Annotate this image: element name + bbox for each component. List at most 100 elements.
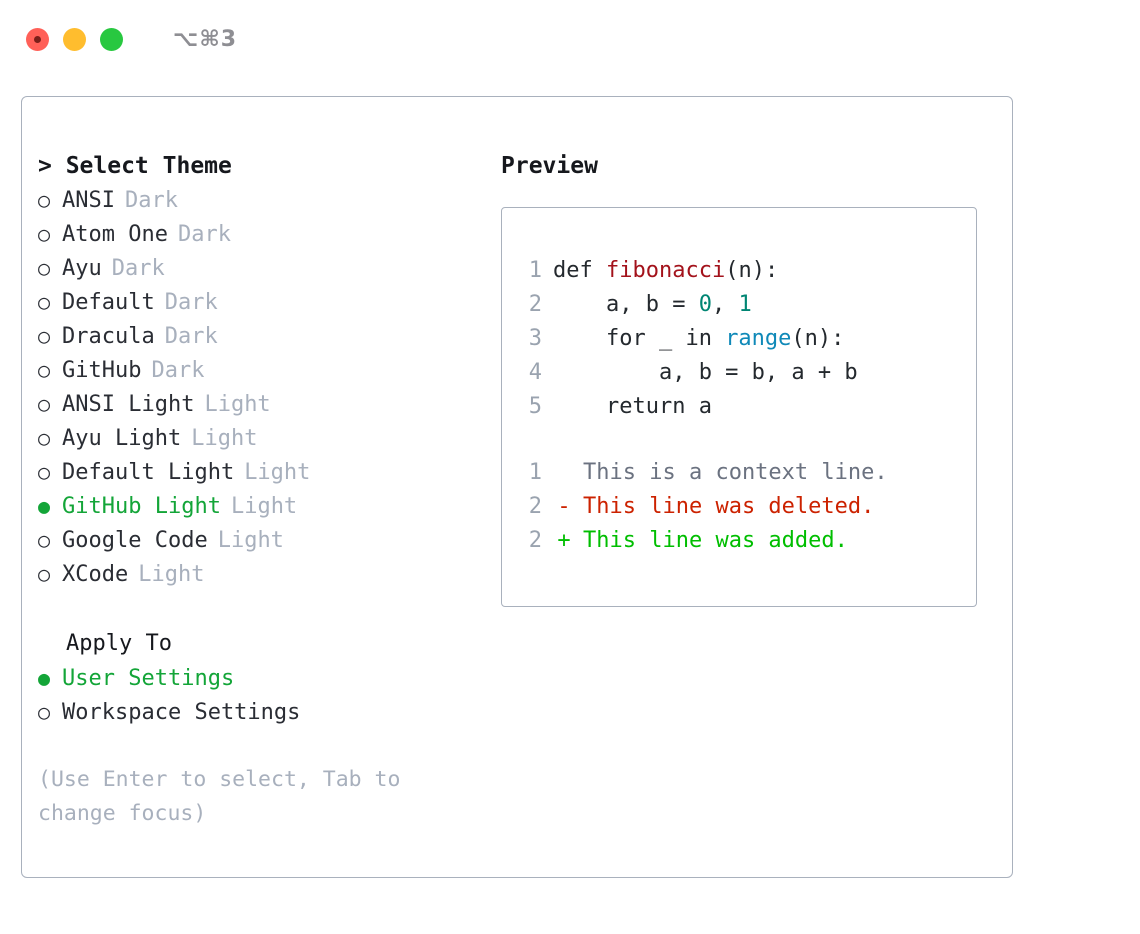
theme-list-item[interactable]: ● GitHub Light Light <box>38 489 478 523</box>
theme-name-label: GitHub Light <box>62 494 221 519</box>
radio-selected-icon: ● <box>38 666 51 690</box>
theme-name-label: ANSI Light <box>62 392 195 417</box>
code-line-number: 1 <box>528 258 542 283</box>
theme-list-item[interactable]: ○ GitHub Dark <box>38 353 478 387</box>
theme-list-item[interactable]: ○ Atom One Dark <box>38 217 478 251</box>
theme-list-item[interactable]: ○ Ayu Dark <box>38 251 478 285</box>
radio-unselected-icon: ○ <box>38 222 51 246</box>
code-token-plain: a, b = <box>553 292 699 317</box>
theme-name-label: Default <box>62 290 155 315</box>
radio-unselected-icon: ○ <box>38 188 51 212</box>
theme-name-label: Google Code <box>62 528 208 553</box>
theme-name-label: GitHub <box>62 358 142 383</box>
apply-to-option-list[interactable]: ● User Settings ○Workspace Settings <box>38 661 478 729</box>
theme-list-item[interactable]: ○ Default Light Light <box>38 455 478 489</box>
theme-name-label: Dracula <box>62 324 155 349</box>
keyboard-hint-text: (Use Enter to select, Tab to change focu… <box>38 767 401 826</box>
theme-variant-tag: Dark <box>151 358 205 383</box>
diff-line: 2-This line was deleted. <box>516 490 972 524</box>
radio-unselected-icon: ○ <box>38 256 51 280</box>
code-line-content: return a <box>553 390 712 424</box>
code-line: 3 for _ in range(n): <box>516 322 972 356</box>
radio-unselected-icon: ○ <box>38 562 51 586</box>
code-token-plain: return a <box>553 394 712 419</box>
window-controls <box>26 27 123 51</box>
radio-unselected-icon: ○ <box>38 290 51 314</box>
radio-unselected-icon: ○ <box>38 426 51 450</box>
radio-unselected-icon: ○ <box>38 528 51 552</box>
code-token-number: 0 <box>698 292 712 317</box>
diff-line-number: 2 <box>528 494 542 519</box>
code-token-number: 1 <box>738 292 752 317</box>
code-line-number: 3 <box>528 326 542 351</box>
code-token-plain: (n): <box>725 258 779 283</box>
code-line: 2 a, b = 0, 1 <box>516 288 972 322</box>
close-window-button[interactable] <box>26 27 49 51</box>
code-line-content: a, b = b, a + b <box>553 356 858 390</box>
code-token-plain: for _ in <box>553 326 726 351</box>
radio-unselected-icon: ○ <box>38 358 51 382</box>
theme-variant-tag: Light <box>138 562 205 587</box>
apply-to-option[interactable]: ○Workspace Settings <box>38 695 478 729</box>
diff-line-text: This line was added. <box>583 528 848 553</box>
code-line-number: 2 <box>528 292 542 317</box>
theme-variant-tag: Dark <box>111 256 165 281</box>
code-line: 4 a, b = b, a + b <box>516 356 972 390</box>
title-bar: ⌥⌘3 <box>0 0 1140 78</box>
theme-variant-tag: Dark <box>164 290 218 315</box>
select-theme-heading: > Select Theme <box>38 153 232 179</box>
theme-list-item[interactable]: ○ ANSI Dark <box>38 183 478 217</box>
theme-list-item[interactable]: ○ Ayu Light Light <box>38 421 478 455</box>
theme-variant-tag: Dark <box>164 324 218 349</box>
apply-to-option-label: User Settings <box>62 666 235 691</box>
theme-name-label: Atom One <box>62 222 168 247</box>
theme-list-item[interactable]: ○ ANSI Light Light <box>38 387 478 421</box>
theme-list-item[interactable]: ○ Default Dark <box>38 285 478 319</box>
minimize-window-button[interactable] <box>63 27 86 51</box>
diff-line: 1 This is a context line. <box>516 456 972 490</box>
theme-name-label: Ayu Light <box>62 426 182 451</box>
diff-line-text: This line was deleted. <box>583 494 875 519</box>
code-line-number: 5 <box>528 394 542 419</box>
code-line-content: a, b = 0, 1 <box>553 288 752 322</box>
code-token-plain: a, b = b, a + b <box>553 360 858 385</box>
theme-name-label: Ayu <box>62 256 102 281</box>
preview-heading: Preview <box>501 153 598 179</box>
radio-unselected-icon: ○ <box>38 460 51 484</box>
code-token-plain: (n): <box>791 326 845 351</box>
theme-variant-tag: Light <box>230 494 298 519</box>
theme-list-item[interactable]: ○ Google Code Light <box>38 523 478 557</box>
apply-to-option-label: Workspace Settings <box>62 700 301 725</box>
theme-name-label: Default Light <box>62 460 235 485</box>
theme-variant-tag: Dark <box>177 222 231 247</box>
radio-unselected-icon: ○ <box>38 324 51 348</box>
diff-line-number: 2 <box>528 528 542 553</box>
diff-sign-add: + <box>557 528 571 553</box>
apply-to-section: Apply To ●User Settings○Workspace Settin… <box>38 627 478 729</box>
code-token-call: range <box>725 326 792 351</box>
theme-list-item[interactable]: ○ Dracula Dark <box>38 319 478 353</box>
theme-variant-tag: Dark <box>124 188 178 213</box>
theme-variant-tag: Light <box>217 528 284 553</box>
code-line-content: def fibonacci(n): <box>553 254 778 288</box>
radio-selected-icon: ● <box>38 494 51 518</box>
theme-variant-tag: Light <box>204 392 271 417</box>
diff-line: 2 + This line was added. <box>516 524 972 558</box>
code-line: 1 def fibonacci(n): <box>516 254 972 288</box>
theme-list-item[interactable]: ○ XCode Light <box>38 557 478 591</box>
theme-name-label: XCode <box>62 562 129 587</box>
theme-name-label: ANSI <box>62 188 115 213</box>
maximize-window-button[interactable] <box>100 27 123 51</box>
radio-unselected-icon: ○ <box>38 392 51 416</box>
diff-line-number: 1 <box>528 460 542 485</box>
theme-variant-tag: Light <box>244 460 311 485</box>
diff-sample: 1 This is a context line.2-This line was… <box>516 456 972 558</box>
diff-sign-delete: - <box>557 494 571 519</box>
code-line: 5 return a <box>516 390 972 424</box>
apply-to-option[interactable]: ● User Settings <box>38 661 478 695</box>
theme-variant-tag: Light <box>191 426 258 451</box>
